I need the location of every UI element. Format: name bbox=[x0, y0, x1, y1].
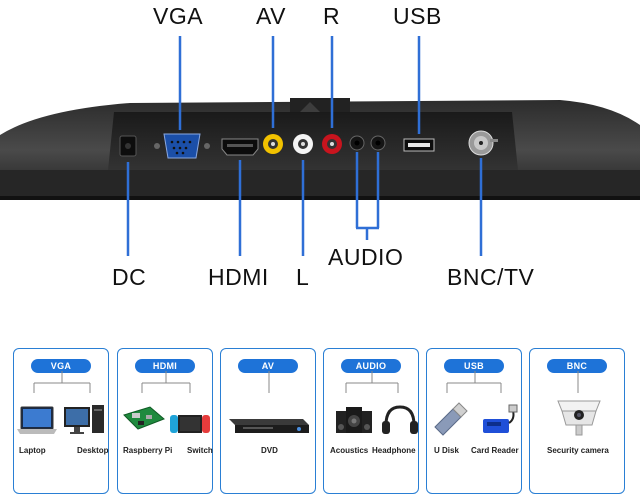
device-label: Switch bbox=[187, 446, 213, 455]
card-title: VGA bbox=[31, 359, 91, 373]
nintendo-switch-icon bbox=[170, 415, 210, 433]
label-dc: DC bbox=[112, 264, 147, 290]
label-hdmi: HDMI bbox=[208, 264, 269, 290]
label-usb: USB bbox=[393, 3, 442, 29]
device-label: Desktop bbox=[77, 446, 109, 455]
device-label: Laptop bbox=[19, 446, 46, 455]
hdmi-port-icon bbox=[221, 138, 259, 156]
av-yellow-rca-icon bbox=[263, 134, 283, 154]
port-recess bbox=[108, 112, 518, 170]
monitor-bottom-edge bbox=[0, 170, 640, 198]
device-label: DVD bbox=[261, 446, 278, 455]
device-label: Card Reader bbox=[471, 446, 519, 455]
card-vga: VGA Laptop Desktop bbox=[13, 348, 109, 494]
device-label: U Disk bbox=[434, 446, 459, 455]
card-hdmi: HDMI Raspberry Pi Switch bbox=[117, 348, 213, 494]
raspberry-pi-icon bbox=[123, 406, 165, 430]
card-title: BNC bbox=[547, 359, 607, 373]
audio-jack-icon bbox=[349, 135, 386, 151]
label-av: AV bbox=[256, 3, 286, 29]
card-usb: USB U Disk Card Reader bbox=[426, 348, 522, 494]
security-camera-icon bbox=[557, 400, 601, 436]
card-title: AUDIO bbox=[341, 359, 401, 373]
card-reader-icon bbox=[483, 404, 518, 433]
speaker-icon bbox=[336, 407, 372, 433]
device-label: Security camera bbox=[547, 446, 609, 455]
label-bnc-tv: BNC/TV bbox=[447, 264, 535, 290]
card-title: HDMI bbox=[135, 359, 195, 373]
headphone-icon bbox=[382, 405, 418, 434]
audio-left-white-rca-icon bbox=[293, 134, 313, 154]
label-l: L bbox=[296, 264, 310, 290]
dvd-player-icon bbox=[229, 419, 309, 433]
vga-port-icon bbox=[154, 133, 210, 159]
device-label: Acoustics bbox=[330, 446, 369, 455]
card-audio: AUDIO Acoustics Headphone bbox=[323, 348, 419, 494]
label-vga: VGA bbox=[153, 3, 204, 29]
label-r: R bbox=[323, 3, 341, 29]
card-av: AV DVD bbox=[220, 348, 316, 494]
bnc-port-icon bbox=[468, 130, 498, 156]
card-title: USB bbox=[444, 359, 504, 373]
device-label: Headphone bbox=[372, 446, 416, 455]
dc-port-icon bbox=[119, 135, 137, 157]
laptop-icon bbox=[17, 406, 57, 434]
card-bnc: BNC Security camera bbox=[529, 348, 625, 494]
device-label: Raspberry Pi bbox=[123, 446, 173, 455]
leader-lines bbox=[126, 36, 483, 256]
usb-port-icon bbox=[403, 138, 435, 152]
monitor-rear-panel bbox=[0, 36, 640, 256]
label-audio: AUDIO bbox=[328, 244, 404, 270]
card-title: AV bbox=[238, 359, 298, 373]
usb-flash-drive-icon bbox=[434, 402, 468, 436]
audio-right-red-rca-icon bbox=[322, 134, 342, 154]
desktop-icon bbox=[64, 405, 104, 434]
